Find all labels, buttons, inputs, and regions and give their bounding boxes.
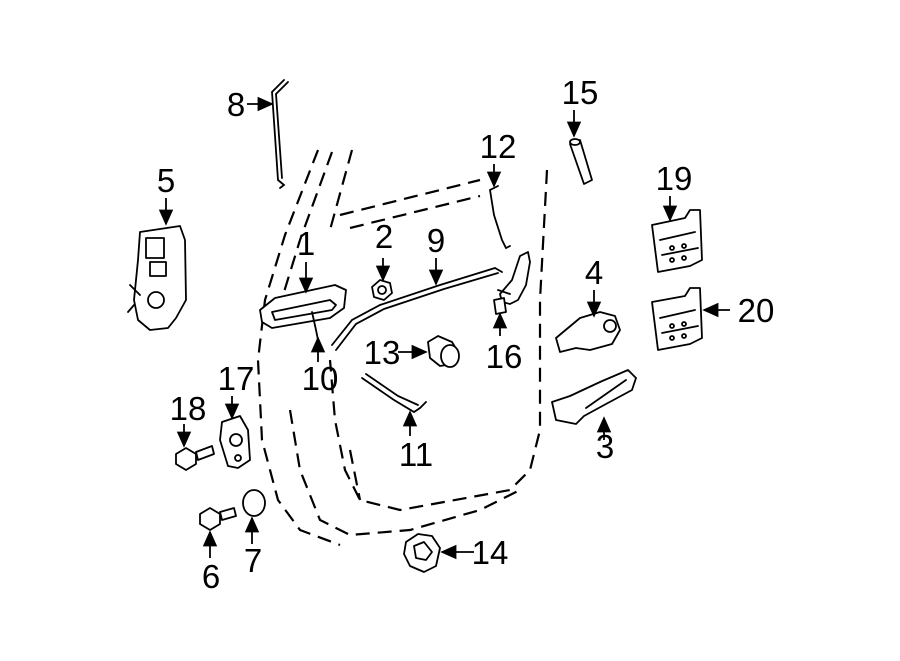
callout-2: 2	[375, 218, 393, 255]
part-5-lock-actuator	[127, 225, 187, 331]
callout-4: 4	[585, 254, 603, 291]
part-20-hinge	[651, 287, 703, 351]
part-13-grommet	[427, 335, 460, 368]
callout-18: 18	[170, 390, 207, 427]
callout-16: 16	[486, 338, 523, 375]
part-7-washer	[242, 489, 266, 517]
callout-9: 9	[427, 222, 445, 259]
part-2-nut	[371, 279, 393, 301]
part-12-rod	[489, 185, 511, 250]
part-14-plug	[403, 533, 441, 573]
callout-7: 7	[244, 542, 262, 579]
part-1-inside-handle	[259, 284, 347, 329]
callout-5: 5	[157, 162, 175, 199]
callout-14: 14	[472, 534, 509, 571]
callout-8: 8	[227, 86, 245, 123]
callout-17: 17	[218, 360, 255, 397]
part-6-bolt	[199, 507, 237, 531]
callout-15: 15	[562, 74, 599, 111]
callout-20: 20	[738, 292, 775, 329]
part-15-pin	[569, 138, 593, 185]
part-17-bracket	[219, 415, 251, 469]
callout-6: 6	[202, 558, 220, 595]
callout-19: 19	[656, 160, 693, 197]
part-18-bolt	[175, 445, 215, 471]
part-4-lock-cylinder	[555, 311, 621, 353]
callout-13: 13	[364, 334, 401, 371]
part-19-hinge	[651, 209, 703, 273]
callout-arrows	[158, 96, 730, 560]
part-8-rod	[271, 79, 289, 189]
part-16-link	[493, 251, 531, 315]
callout-12: 12	[480, 128, 517, 165]
callout-11: 11	[399, 436, 433, 473]
callout-1: 1	[297, 225, 315, 262]
part-11-rod	[361, 373, 427, 414]
door-outline	[256, 149, 549, 547]
part-3-outside-handle	[551, 369, 637, 425]
part-9-rod	[331, 267, 503, 351]
callout-3: 3	[596, 428, 614, 465]
callout-10: 10	[302, 360, 339, 397]
